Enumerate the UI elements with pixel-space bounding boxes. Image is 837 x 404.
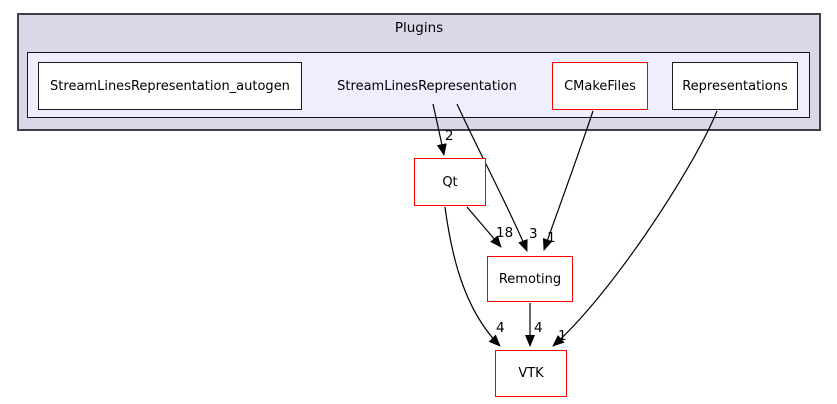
edge-count-remoting-vtk[interactable]: 4 — [534, 320, 543, 336]
edge-count-qt-remoting[interactable]: 18 — [496, 225, 514, 241]
edge-count-streamlines-remoting[interactable]: 3 — [529, 226, 538, 242]
edge-representations-to-vtk — [552, 110, 718, 347]
node-streamlinesrepresentation-autogen[interactable]: StreamLinesRepresentation_autogen — [38, 62, 302, 110]
node-vtk[interactable]: VTK — [495, 350, 567, 397]
node-label: Qt — [442, 174, 458, 190]
node-remoting[interactable]: Remoting — [487, 256, 573, 302]
node-cmakefiles[interactable]: CMakeFiles — [552, 62, 648, 110]
node-label: Remoting — [498, 271, 562, 287]
node-qt[interactable]: Qt — [414, 158, 486, 206]
edge-count-qt-vtk[interactable]: 4 — [496, 320, 505, 336]
cluster-plugins-label[interactable]: Plugins — [394, 20, 444, 36]
node-representations[interactable]: Representations — [672, 62, 798, 110]
node-label: VTK — [518, 366, 544, 381]
edge-count-representations-vtk[interactable]: 1 — [558, 328, 567, 344]
current-directory-label: StreamLinesRepresentation — [337, 79, 517, 94]
node-label: StreamLinesRepresentation_autogen — [50, 78, 290, 94]
node-label: Representations — [682, 78, 788, 94]
edge-count-cmakefiles-remoting[interactable]: 1 — [547, 230, 556, 246]
node-label: CMakeFiles — [564, 78, 636, 94]
edge-count-streamlines-qt[interactable]: 2 — [445, 128, 454, 144]
